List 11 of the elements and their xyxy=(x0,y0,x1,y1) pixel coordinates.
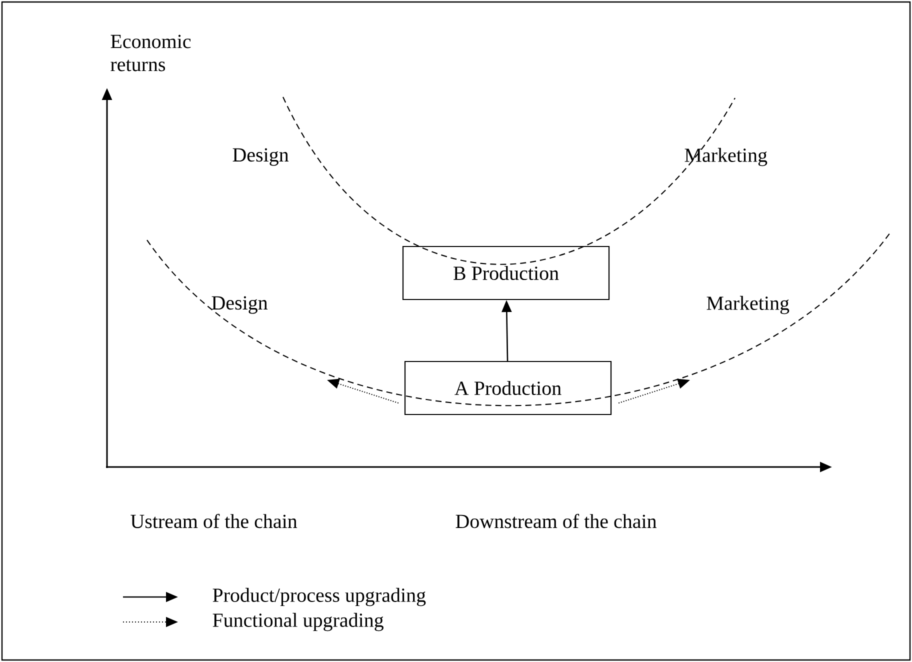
label: Marketing xyxy=(684,148,768,166)
label: Marketing xyxy=(706,296,790,314)
label: Ustream of the chain xyxy=(130,514,298,528)
legend-text: Product/process upgrading xyxy=(212,588,426,606)
legend-text: Functional upgrading xyxy=(212,612,384,632)
label: Design xyxy=(232,148,289,166)
axis-label: Economic returns xyxy=(110,34,191,72)
process-box: A Production xyxy=(404,360,612,416)
label: Downstream of the chain xyxy=(456,514,657,528)
process-box: B Production xyxy=(402,246,610,300)
label: Design xyxy=(212,296,268,314)
